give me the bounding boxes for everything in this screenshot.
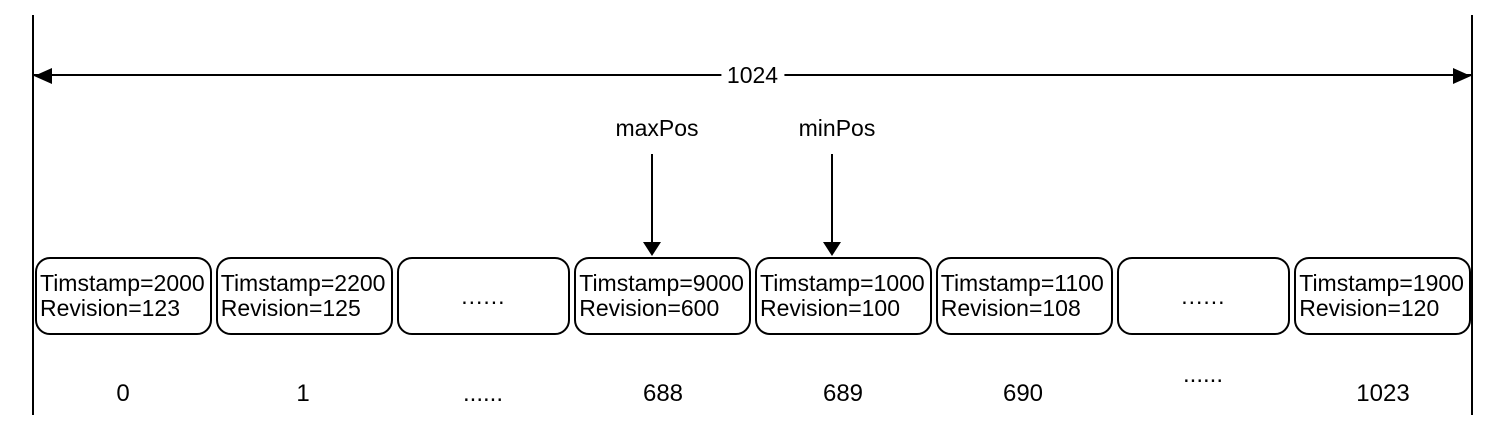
index-row: 0 1 ...... 688 689 690 ...... 1023 <box>35 361 1471 408</box>
cell-timestamp: Timstamp=2200 <box>220 270 386 296</box>
buffer-cell-689: Timstamp=1000 Revision=100 <box>755 257 932 335</box>
buffer-cell-688: Timstamp=9000 Revision=600 <box>574 257 751 335</box>
cell-index-0: 0 <box>116 380 130 407</box>
cell-revision: Revision=125 <box>220 295 361 321</box>
capacity-label: 1024 <box>720 61 785 89</box>
arrowhead-down-icon <box>823 242 841 256</box>
cell-index-ellipsis: ...... <box>1182 361 1223 388</box>
cell-timestamp: Timstamp=1000 <box>760 270 925 296</box>
cell-revision: Revision=600 <box>579 295 720 321</box>
minpos-pointer-arrow: minPos <box>799 115 875 256</box>
cell-revision: Revision=100 <box>760 295 901 321</box>
arrowhead-left-icon <box>34 68 52 84</box>
cell-timestamp: Timstamp=9000 <box>579 270 744 296</box>
cell-timestamp: Timstamp=1900 <box>1299 270 1464 296</box>
buffer-cell-1023: Timstamp=1900 Revision=120 <box>1294 257 1471 335</box>
buffer-cell-1: Timstamp=2200 Revision=125 <box>215 257 393 335</box>
cell-revision: Revision=123 <box>40 295 181 321</box>
maxpos-pointer-arrow: maxPos <box>615 115 699 256</box>
buffer-cells-row: Timstamp=2000 Revision=123 Timstamp=2200… <box>35 257 1471 335</box>
buffer-cell-ellipsis: ...... <box>396 257 571 335</box>
cell-index-689: 689 <box>822 380 864 407</box>
arrowhead-right-icon <box>1453 68 1471 84</box>
cell-ellipsis-dots: ...... <box>1181 282 1226 309</box>
cell-ellipsis-dots: ...... <box>461 282 506 309</box>
left-boundary-line <box>32 15 34 415</box>
cell-revision: Revision=108 <box>940 295 1081 321</box>
cell-index-1023: 1023 <box>1356 380 1410 407</box>
buffer-cell-690: Timstamp=1100 Revision=108 <box>935 257 1113 335</box>
cell-timestamp: Timstamp=1100 <box>940 270 1104 296</box>
cell-index-1: 1 <box>296 380 310 407</box>
right-boundary-line <box>1471 15 1473 415</box>
cell-revision: Revision=120 <box>1299 295 1440 321</box>
buffer-cell-0: Timstamp=2000 Revision=123 <box>35 257 212 335</box>
cell-index-690: 690 <box>1002 380 1044 407</box>
maxpos-label: maxPos <box>615 115 699 141</box>
capacity-arrow: 1024 <box>34 61 1471 89</box>
buffer-cell-ellipsis: ...... <box>1116 257 1291 335</box>
arrowhead-down-icon <box>643 242 661 256</box>
minpos-label: minPos <box>798 115 876 141</box>
cell-index-ellipsis: ...... <box>462 380 503 407</box>
cell-timestamp: Timstamp=2000 <box>40 270 205 296</box>
cell-index-688: 688 <box>642 380 684 407</box>
